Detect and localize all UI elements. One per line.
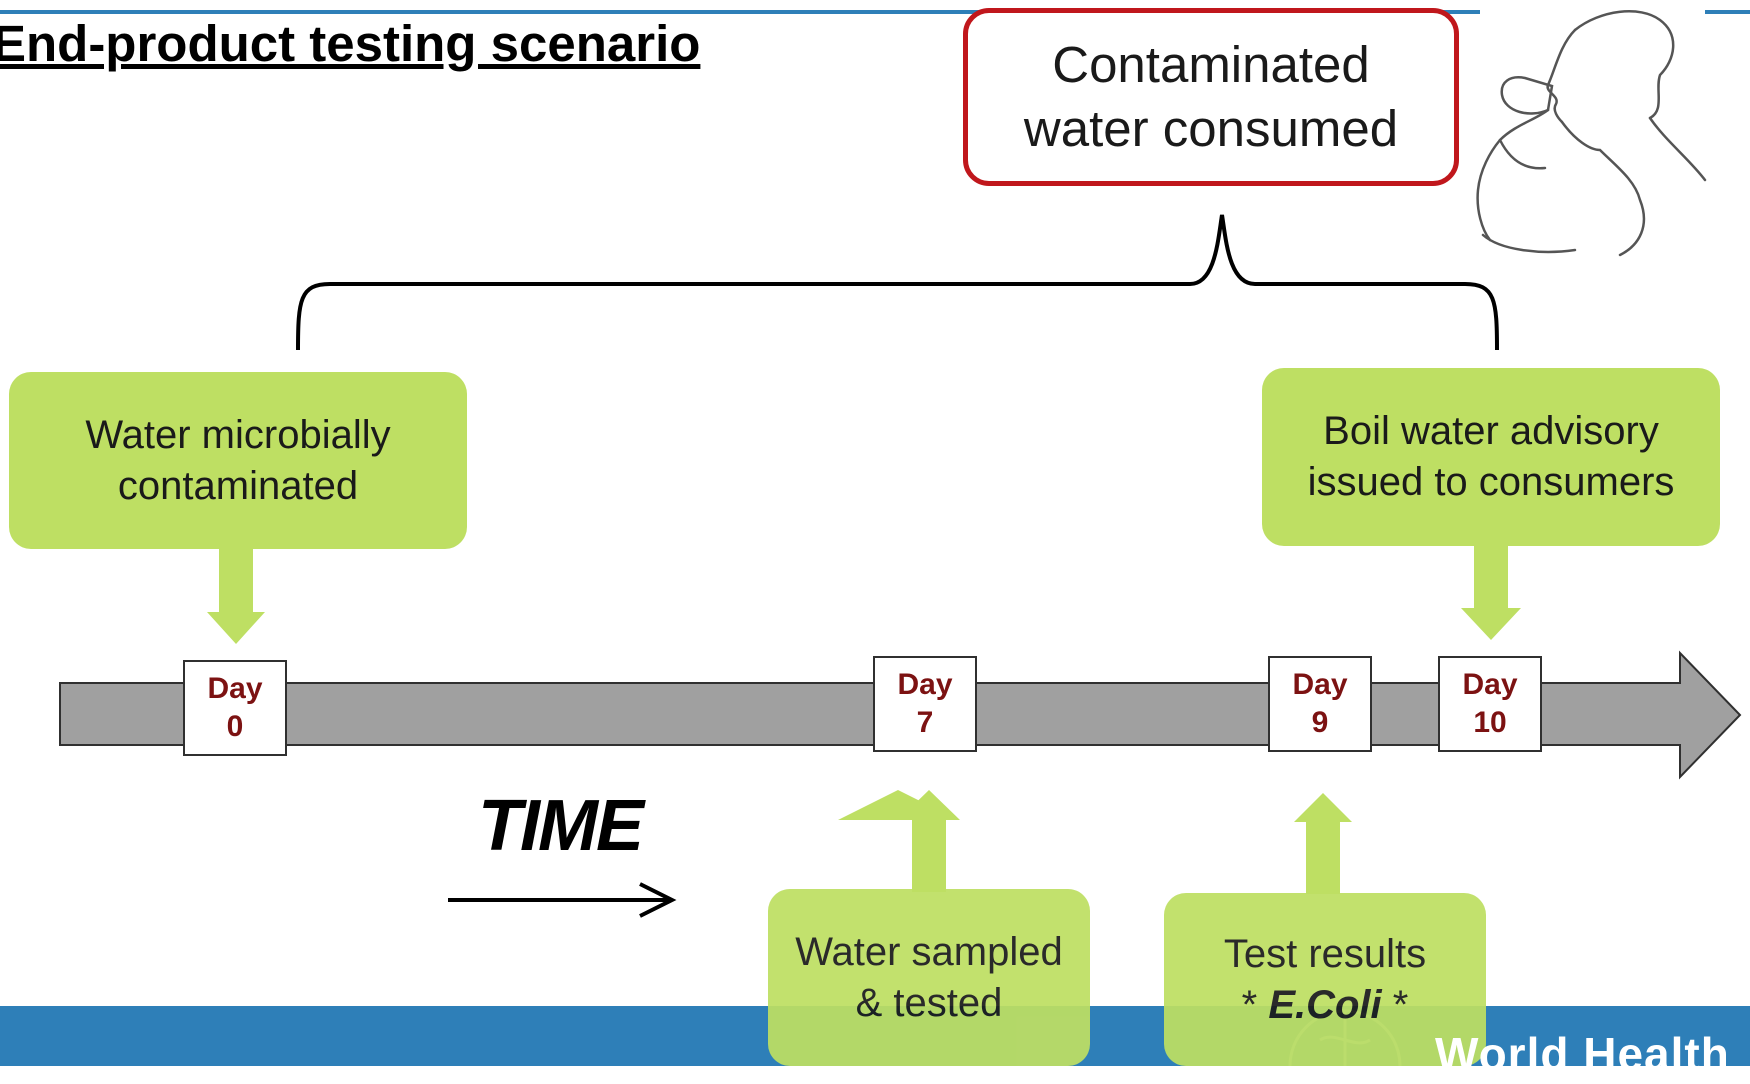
event-contaminated-box: Water microbially contaminated — [9, 372, 467, 549]
arrow-up-day9 — [1294, 793, 1352, 894]
event-test-results-box: Test results * E.Coli * — [1164, 893, 1486, 1066]
day-number: 10 — [1473, 706, 1507, 739]
page-title: End-product testing scenario — [0, 15, 701, 72]
event-line2: issued to consumers — [1307, 460, 1675, 504]
period-brace — [296, 214, 1499, 351]
consumed-line2: water consumed — [1023, 100, 1399, 157]
time-arrow — [448, 882, 677, 918]
header-rule — [0, 10, 1480, 14]
day-number: 0 — [226, 710, 244, 743]
day-marker-10: Day 10 — [1438, 656, 1542, 752]
event-line2: contaminated — [117, 463, 359, 508]
contaminated-consumed-box: Contaminated water consumed — [963, 8, 1459, 186]
ecoli-label: E.Coli — [1268, 982, 1382, 1027]
day-label: Day — [1462, 668, 1518, 701]
ecoli-suffix: * — [1381, 982, 1409, 1027]
day-number: 9 — [1311, 706, 1329, 739]
day-marker-7: Day 7 — [873, 656, 977, 752]
day-label: Day — [207, 672, 263, 705]
time-label: TIME — [478, 786, 644, 866]
event-line2: & tested — [855, 980, 1003, 1025]
arrow-down-day10 — [1461, 543, 1521, 640]
event-line1: Boil water advisory — [1323, 409, 1659, 453]
day-marker-0: Day 0 — [183, 660, 287, 756]
day-number: 7 — [916, 706, 934, 739]
arrow-down-day0 — [207, 548, 265, 644]
event-line1: Water microbially — [85, 412, 391, 457]
event-line1: Test results — [1223, 931, 1427, 976]
header-rule-right — [1705, 10, 1750, 14]
ecoli-prefix: * — [1241, 982, 1269, 1027]
arrow-up-day7 — [838, 790, 960, 892]
person-drinking-sketch — [1476, 10, 1707, 257]
org-name: World Health — [1435, 1028, 1730, 1080]
event-sampled-box: Water sampled & tested — [768, 889, 1090, 1066]
event-line2: * E.Coli * — [1224, 980, 1426, 1031]
day-label: Day — [1292, 668, 1348, 701]
consumed-line1: Contaminated — [1052, 36, 1370, 93]
event-line1: Water sampled — [795, 929, 1063, 974]
event-boil-advisory-box: Boil water advisory issued to consumers — [1262, 368, 1720, 546]
day-marker-9: Day 9 — [1268, 656, 1372, 752]
day-label: Day — [897, 668, 953, 701]
